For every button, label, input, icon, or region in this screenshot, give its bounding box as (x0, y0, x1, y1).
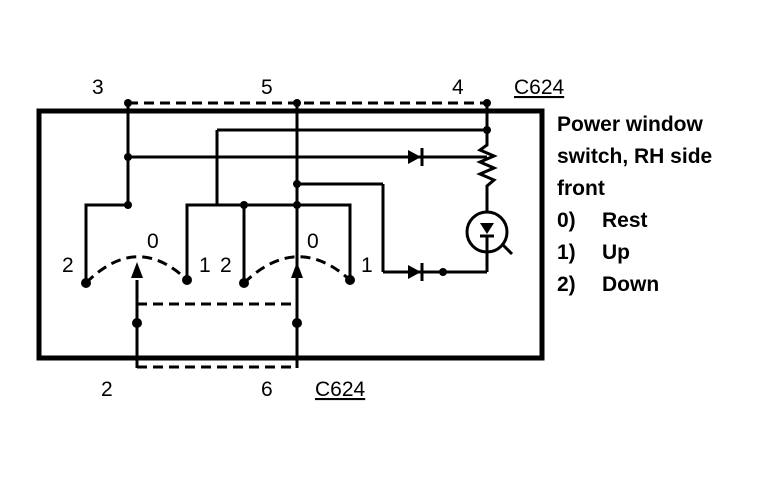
resistor-icon (476, 130, 498, 212)
left-switch-arc (84, 255, 189, 285)
description-line: Power window (557, 113, 704, 136)
left-switch-wiper-arrow (131, 262, 143, 278)
legend-label: Rest (602, 209, 648, 232)
left-switch-contact-1 (185, 203, 244, 280)
junction-node (439, 268, 447, 276)
switch-contact-node (345, 275, 355, 285)
legend-code: 2) (557, 273, 576, 296)
switch-contact-node (239, 278, 249, 288)
junction-node (483, 99, 491, 107)
left-switch-pos-label: 0 (147, 230, 159, 253)
junction-node (293, 180, 301, 188)
legend-label: Up (602, 241, 630, 264)
junction-node (124, 153, 132, 161)
left-switch-pos-label: 2 (62, 254, 74, 277)
lamp-light-ray (501, 243, 514, 256)
right-switch-pos-label: 1 (361, 254, 373, 277)
legend-code: 1) (557, 241, 576, 264)
switch-contact-node (81, 278, 91, 288)
top-pin-label: 5 (261, 76, 273, 99)
top-pin-label: 4 (452, 76, 464, 99)
top-connector-label: C624 (514, 76, 565, 99)
junction-node (483, 126, 491, 134)
junction-node (132, 318, 142, 328)
top-pin-label: 3 (92, 76, 104, 99)
left-switch-pos-label: 1 (199, 254, 211, 277)
bottom-pin-label: 6 (261, 378, 273, 401)
junction-node (293, 99, 301, 107)
left-switch-contact-2 (84, 203, 128, 283)
description-line: front (557, 177, 605, 200)
legend-label: Down (602, 273, 659, 296)
junction-node (124, 201, 132, 209)
right-switch-pos-label: 0 (307, 230, 319, 253)
bottom-pin-label: 2 (101, 378, 113, 401)
right-switch-pos-label: 2 (220, 254, 232, 277)
bottom-connector-label: C624 (315, 378, 366, 401)
junction-node (240, 201, 248, 209)
description-line: switch, RH side (557, 145, 712, 168)
lamp-diode-symbol (480, 223, 494, 234)
right-switch-arc (242, 255, 352, 285)
upper-diode-icon (408, 150, 421, 164)
junction-node (293, 201, 301, 209)
switch-housing-frame (36, 108, 545, 361)
switch-contact-node (182, 275, 192, 285)
right-switch-contact-2 (242, 203, 297, 283)
right-switch-wiper-arrow (291, 262, 303, 278)
junction-node (124, 99, 132, 107)
right-switch-contact-1 (297, 203, 352, 280)
lower-diode-icon (408, 265, 421, 279)
junction-node (292, 318, 302, 328)
legend-code: 0) (557, 209, 576, 232)
